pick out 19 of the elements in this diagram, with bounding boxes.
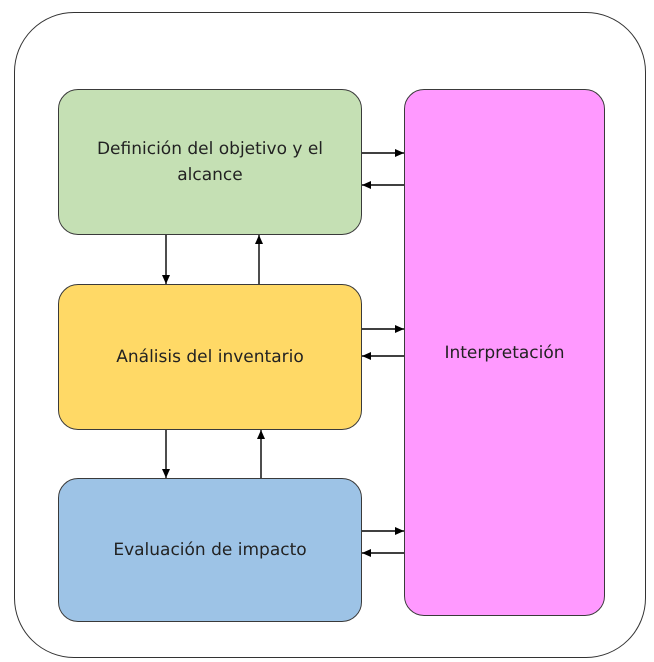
arrow (362, 181, 404, 189)
arrow (362, 527, 404, 535)
process-box (58, 284, 362, 430)
box-label: Evaluación de impacto (113, 539, 307, 562)
arrow (362, 549, 404, 557)
arrow (362, 325, 404, 333)
arrow (162, 235, 170, 284)
arrow (362, 352, 404, 360)
process-box (404, 89, 605, 616)
box-label: Análisis del inventario (116, 346, 304, 369)
process-box (58, 89, 362, 235)
arrow (362, 149, 404, 157)
box-label: Interpretación (444, 342, 565, 364)
arrow (257, 430, 265, 478)
arrow (162, 430, 170, 478)
box-label: Definición del objetivo y el alcance (96, 138, 324, 187)
process-box (58, 478, 362, 622)
outer-frame (14, 12, 646, 658)
arrow (255, 235, 263, 284)
